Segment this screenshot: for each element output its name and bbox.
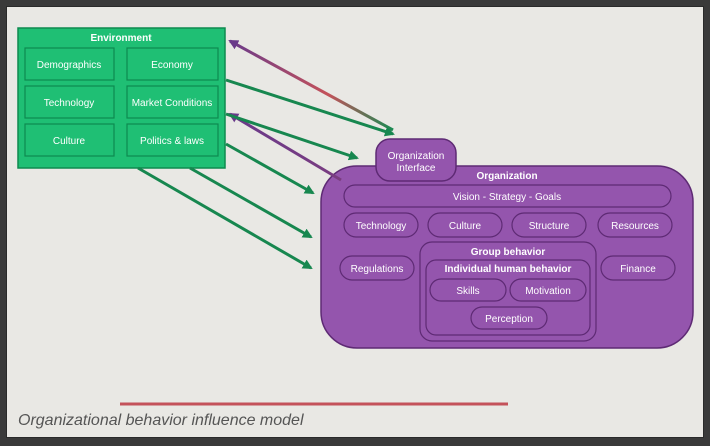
svg-text:Culture: Culture [53,136,86,147]
svg-text:Economy: Economy [151,60,193,71]
org-pill-finance: Finance [600,255,676,281]
env-item-economy: Economy [126,47,219,81]
arrow-interface-to-environment [228,39,394,132]
svg-text:Resources: Resources [611,221,659,232]
arrow-environment-to-organization-2 [137,166,313,270]
arrow-politics-to-organization [225,142,315,195]
svg-text:Market Conditions: Market Conditions [132,98,213,109]
svg-text:Perception: Perception [485,314,533,325]
vision-strategy-goals: Vision - Strategy - Goals [343,184,672,208]
influence-arrows [137,39,395,270]
pill-skills: Skills [429,278,507,302]
interface-line1: Organization [388,151,445,162]
svg-text:Vision - Strategy - Goals: Vision - Strategy - Goals [453,192,561,203]
env-item-technology: Technology [24,85,115,119]
org-pill-structure: Structure [511,212,587,238]
svg-text:Structure: Structure [529,221,570,232]
arrow-organization-to-environment [228,112,342,182]
org-pill-technology: Technology [343,212,419,238]
arrow-economy-to-interface [225,78,395,137]
interface-line2: Interface [397,163,436,174]
svg-text:Group behavior: Group behavior [471,247,546,258]
svg-text:Motivation: Motivation [525,286,571,297]
diagram-caption: Organizational behavior influence model [18,412,304,429]
env-item-culture: Culture [24,123,115,157]
svg-text:Technology: Technology [44,98,95,109]
svg-text:Demographics: Demographics [37,60,101,71]
pill-motivation: Motivation [509,278,587,302]
svg-text:Politics & laws: Politics & laws [140,136,204,147]
svg-text:Individual human behavior: Individual human behavior [445,264,572,275]
pill-perception: Perception [470,306,548,330]
org-pill-resources: Resources [597,212,673,238]
organization-interface: Organization Interface [375,138,457,182]
svg-text:Finance: Finance [620,264,656,275]
env-item-demographics: Demographics [24,47,115,81]
org-pill-regulations: Regulations [339,255,415,281]
arrow-environment-to-organization-1 [189,166,313,239]
arrow-market-to-interface [225,112,359,161]
svg-text:Technology: Technology [356,221,407,232]
svg-text:Culture: Culture [449,221,482,232]
env-item-politics-laws: Politics & laws [126,123,219,157]
env-item-market-conditions: Market Conditions [126,85,219,119]
organization-title: Organization [476,171,537,182]
svg-text:Regulations: Regulations [351,264,404,275]
svg-text:Skills: Skills [456,286,479,297]
environment-title: Environment [90,33,152,44]
org-pill-culture: Culture [427,212,503,238]
